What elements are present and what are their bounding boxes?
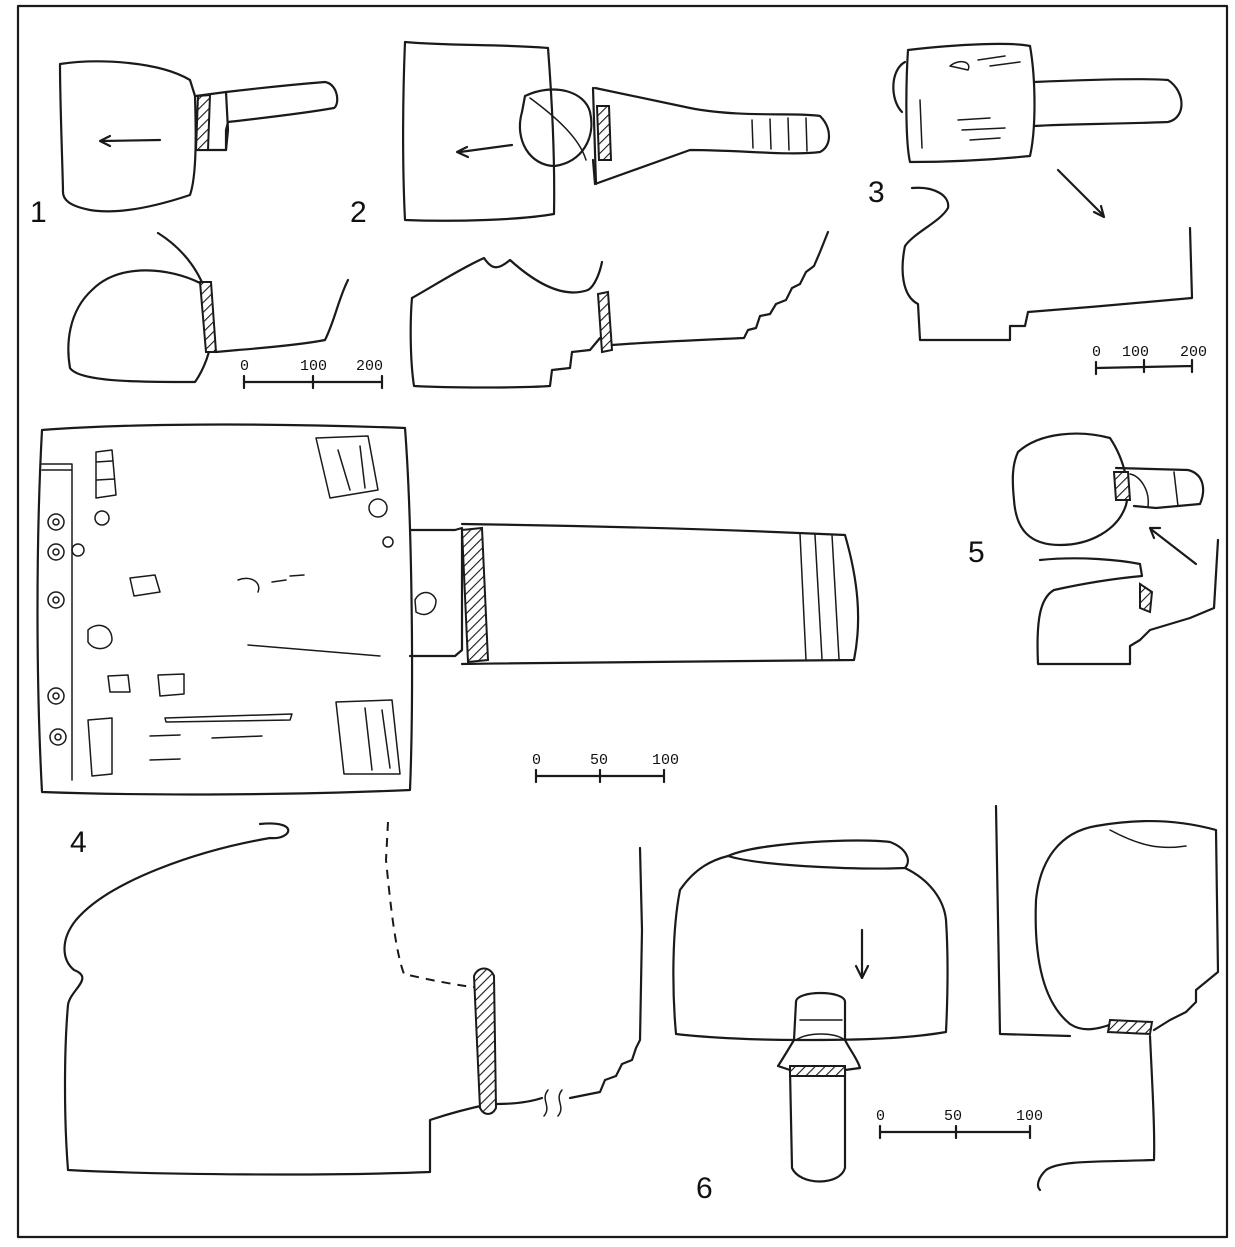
scale-label-mid: 50 xyxy=(590,752,608,769)
drawing-1-section xyxy=(67,231,350,384)
figure-label-5: 5 xyxy=(968,536,985,569)
drawing-2-plan xyxy=(402,40,831,222)
scale-label-end: 200 xyxy=(356,358,383,375)
drawing-3-section xyxy=(901,186,1194,342)
figure-label-1: 1 xyxy=(30,196,47,229)
scale-bar-top-right: 0 100 200 xyxy=(1092,344,1207,376)
scale-label-start: 0 xyxy=(1092,344,1101,361)
scale-label-start: 0 xyxy=(240,358,249,375)
drawing-2-section xyxy=(409,230,830,389)
scale-bar-top-left: 0 100 200 xyxy=(240,358,384,390)
drawing-6-section xyxy=(994,804,1220,1192)
scale-label-mid: 50 xyxy=(944,1108,962,1125)
drawing-4-plan xyxy=(36,423,860,796)
drawing-5-section xyxy=(1036,538,1220,666)
scale-label-start: 0 xyxy=(876,1108,885,1125)
figure-frame xyxy=(16,4,1229,1239)
drawing-4-section xyxy=(63,821,644,1176)
figure-label-4: 4 xyxy=(70,826,87,859)
scale-label-mid: 100 xyxy=(300,358,327,375)
scale-label-end: 200 xyxy=(1180,344,1207,361)
scale-label-start: 0 xyxy=(532,752,541,769)
drawing-5-plan xyxy=(1011,432,1205,566)
drawing-6-plan xyxy=(672,839,949,1183)
scale-bar-middle: 0 50 100 xyxy=(532,752,679,784)
figure-label-2: 2 xyxy=(350,196,367,229)
scale-label-end: 100 xyxy=(1016,1108,1043,1125)
drawing-3-plan xyxy=(892,42,1183,219)
scale-label-mid: 100 xyxy=(1122,344,1149,361)
figure-label-6: 6 xyxy=(696,1172,713,1205)
drawing-1-plan xyxy=(58,60,339,213)
scale-label-end: 100 xyxy=(652,752,679,769)
scale-bar-bottom: 0 50 100 xyxy=(876,1108,1043,1140)
figure-label-3: 3 xyxy=(868,176,885,209)
